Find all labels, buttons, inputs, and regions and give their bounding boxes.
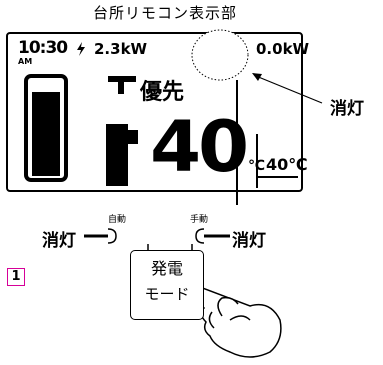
button-label-line2: モード: [144, 285, 190, 303]
callout-off-label: 消灯: [330, 99, 364, 119]
bath-temperature: 40℃: [266, 155, 308, 174]
shower-icon: [106, 124, 138, 186]
temp-bracket-line: [256, 134, 258, 188]
remote-lcd-display: 10:30 AM 2.3kW 0.0kW 優先 40 ℃ 40℃: [6, 32, 309, 192]
auto-led-caption: 自動: [108, 215, 127, 225]
bath-temp-underline: [256, 176, 298, 178]
clock-readout: 10:30: [18, 38, 68, 58]
auto-led-off-label: 消灯: [42, 231, 76, 251]
manual-led-caption: 手動: [190, 215, 209, 225]
power-generation-mode-button[interactable]: 発電 モード: [130, 250, 204, 320]
ampm-indicator: AM: [18, 57, 33, 66]
purchase-readout: 0.0kW: [256, 40, 310, 58]
step-number-badge: 1: [7, 268, 25, 286]
manual-led-off-label: 消灯: [232, 231, 266, 251]
diagram-title: 台所リモコン表示部: [92, 4, 237, 22]
priority-label: 優先: [140, 80, 185, 105]
pointing-hand-icon: [193, 286, 282, 358]
lightning-icon: [77, 42, 85, 56]
tank-level-icon: [24, 74, 68, 182]
button-label-line1: 発電: [150, 259, 183, 278]
faucet-icon: [108, 76, 136, 94]
set-temperature: 40: [150, 106, 249, 188]
generation-readout: 2.3kW: [94, 40, 148, 58]
